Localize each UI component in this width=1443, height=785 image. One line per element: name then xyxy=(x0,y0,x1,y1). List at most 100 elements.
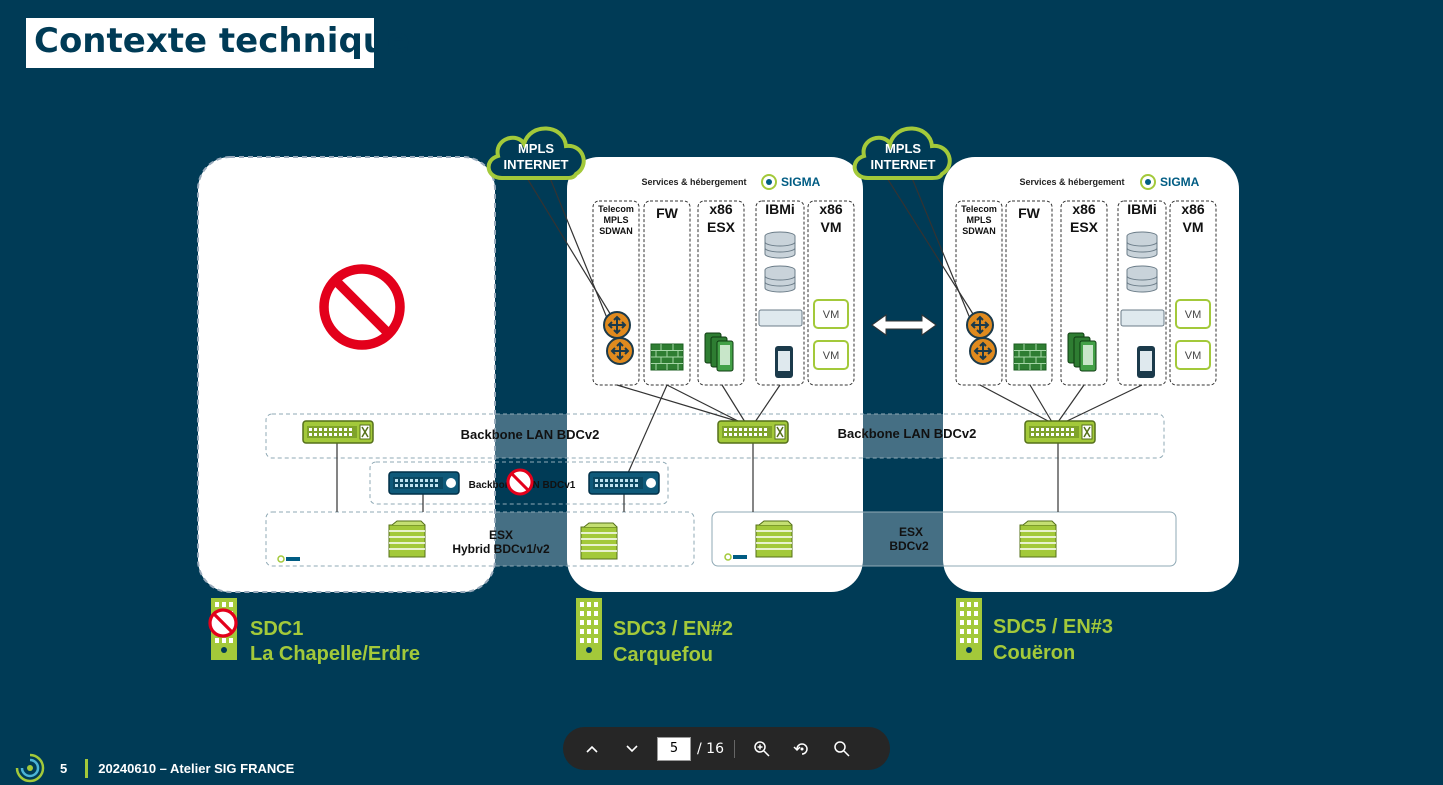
sigma-logo-icon xyxy=(277,555,300,563)
footer-divider xyxy=(85,758,89,778)
zoom-in-button[interactable] xyxy=(745,732,779,766)
vm-icon: VM xyxy=(813,340,849,370)
switch-blue-icon xyxy=(588,471,660,495)
svg-text:Backbone LAN BDCv2: Backbone LAN BDCv2 xyxy=(461,427,600,442)
svg-text:INTERNET: INTERNET xyxy=(871,157,936,172)
svg-text:VM: VM xyxy=(1183,219,1204,235)
site-city: Carquefou xyxy=(613,644,713,666)
svg-text:SDWAN: SDWAN xyxy=(599,226,633,236)
server-stack-icon xyxy=(388,520,426,558)
pdf-viewer-toolbar: / 16 xyxy=(563,727,890,770)
switch-blue-icon xyxy=(388,471,460,495)
sigma-logo-icon xyxy=(15,753,45,783)
search-icon xyxy=(834,740,850,757)
previous-page-button[interactable] xyxy=(575,732,609,766)
svg-text:FW: FW xyxy=(656,205,679,221)
svg-text:x86: x86 xyxy=(1181,201,1205,217)
page-number-input[interactable] xyxy=(657,736,691,761)
slide-title-box: Contexte technique xyxy=(26,18,410,68)
vm-icon: VM xyxy=(1175,340,1211,370)
svg-text:Telecom: Telecom xyxy=(961,204,997,214)
building-icon xyxy=(576,598,602,660)
sigma-logo-icon xyxy=(1140,174,1156,190)
page-total: / 16 xyxy=(697,740,724,757)
database-icon xyxy=(764,265,796,293)
svg-text:FW: FW xyxy=(1018,205,1041,221)
switch-icon xyxy=(717,420,789,444)
chevron-down-icon xyxy=(626,744,638,752)
site-city: La Chapelle/Erdre xyxy=(250,643,420,665)
svg-text:VM: VM xyxy=(823,309,840,321)
router-icon xyxy=(969,337,997,365)
forbidden-icon xyxy=(208,608,238,638)
svg-text:IBMi: IBMi xyxy=(1127,201,1157,217)
svg-text:Services & hébergement: Services & hébergement xyxy=(641,177,746,187)
device-icon xyxy=(775,346,793,378)
svg-text:ESX: ESX xyxy=(707,219,736,235)
zoom-in-icon xyxy=(754,740,770,757)
svg-text:INTERNET: INTERNET xyxy=(504,157,569,172)
router-icon xyxy=(606,337,634,365)
router-icon xyxy=(966,311,994,339)
svg-text:MPLS: MPLS xyxy=(966,215,991,225)
database-icon xyxy=(1126,265,1158,293)
rotate-button[interactable] xyxy=(785,732,819,766)
sigma-logo-icon xyxy=(724,553,747,561)
svg-text:Hybrid BDCv1/v2: Hybrid BDCv1/v2 xyxy=(452,542,550,556)
svg-text:VM: VM xyxy=(1185,350,1202,362)
next-page-button[interactable] xyxy=(615,732,649,766)
svg-text:x86: x86 xyxy=(709,201,733,217)
svg-text:ESX: ESX xyxy=(899,525,923,539)
svg-text:ESX: ESX xyxy=(489,528,513,542)
server-stack-icon xyxy=(1019,520,1057,558)
svg-text:MPLS: MPLS xyxy=(518,141,554,156)
vm-icon: VM xyxy=(813,299,849,329)
svg-text:IBMi: IBMi xyxy=(765,201,795,217)
firewall-icon xyxy=(650,343,684,371)
building-icon xyxy=(956,598,982,660)
switch-icon xyxy=(1024,420,1096,444)
double-arrow-icon xyxy=(871,314,937,336)
svg-text:x86: x86 xyxy=(1072,201,1096,217)
toolbar-divider xyxy=(733,739,735,758)
footer-text: 20240610 – Atelier SIG FRANCE xyxy=(98,760,295,776)
database-icon xyxy=(1126,231,1158,259)
sigma-logo-icon xyxy=(761,174,777,190)
site-name: SDC1 xyxy=(250,618,303,640)
svg-text:SIGMA: SIGMA xyxy=(781,175,821,189)
slide-title: Contexte technique xyxy=(34,21,411,61)
svg-text:MPLS: MPLS xyxy=(885,141,921,156)
svg-text:x86: x86 xyxy=(819,201,843,217)
slide-footer: 5 20240610 – Atelier SIG FRANCE xyxy=(14,752,294,784)
device-icon xyxy=(1137,346,1155,378)
svg-text:SIGMA: SIGMA xyxy=(1160,175,1200,189)
switch-icon xyxy=(302,420,374,444)
svg-text:Services & hébergement: Services & hébergement xyxy=(1019,177,1124,187)
site-panel-sdc1 xyxy=(197,156,496,593)
database-icon xyxy=(764,231,796,259)
svg-text:BDCv2: BDCv2 xyxy=(889,539,929,553)
svg-text:Telecom: Telecom xyxy=(598,204,634,214)
storage-icon xyxy=(758,309,803,327)
site-city: Couëron xyxy=(993,642,1075,664)
site-name: SDC5 / EN#3 xyxy=(993,616,1113,638)
svg-text:VM: VM xyxy=(1185,309,1202,321)
svg-text:Backbone LAN BDCv2: Backbone LAN BDCv2 xyxy=(838,426,977,441)
site-name: SDC3 / EN#2 xyxy=(613,618,733,640)
search-button[interactable] xyxy=(825,732,859,766)
svg-text:ESX: ESX xyxy=(1070,219,1099,235)
forbidden-icon xyxy=(506,468,534,496)
svg-text:VM: VM xyxy=(821,219,842,235)
server-stack-icon xyxy=(580,522,618,560)
vm-icon: VM xyxy=(1175,299,1211,329)
svg-text:SDWAN: SDWAN xyxy=(962,226,996,236)
svg-text:VM: VM xyxy=(823,350,840,362)
chevron-up-icon xyxy=(586,745,598,753)
slide-page-number: 5 xyxy=(60,760,68,776)
firewall-icon xyxy=(1013,343,1047,371)
router-icon xyxy=(603,311,631,339)
site-panel-sdc5 xyxy=(943,157,1239,592)
rotate-icon xyxy=(793,742,808,755)
svg-text:MPLS: MPLS xyxy=(603,215,628,225)
